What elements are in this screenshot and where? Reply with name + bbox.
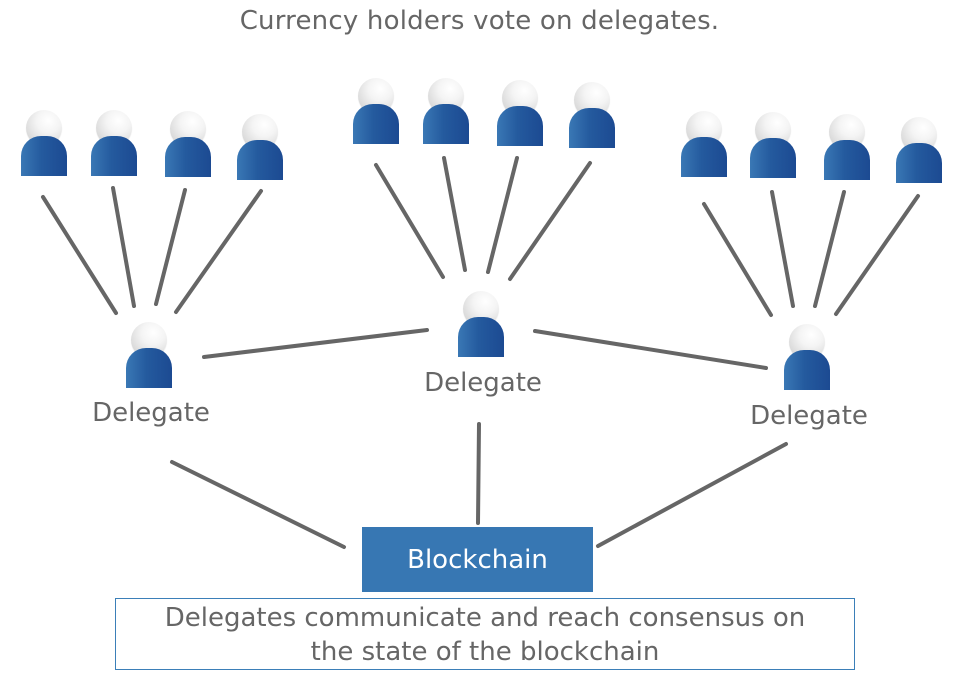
vote-line [374, 163, 445, 279]
vote-line [486, 156, 519, 274]
caption-line-1: Delegates communicate and reach consensu… [164, 603, 806, 633]
vote-line [508, 161, 592, 281]
consensus-line [170, 460, 346, 549]
diagram-title: Currency holders vote on delegates. [239, 6, 720, 36]
vote-line [813, 190, 846, 308]
vote-line [111, 186, 136, 308]
vote-line [442, 156, 467, 272]
voter-person-icon [237, 114, 283, 180]
caption-box: Delegates communicate and reach consensu… [115, 598, 855, 670]
voter-person-icon [750, 112, 796, 178]
voter-person-icon [824, 114, 870, 180]
voter-person-icon [569, 82, 615, 148]
consensus-line [596, 442, 788, 548]
vote-line [834, 194, 920, 316]
voter-person-icon [497, 80, 543, 146]
voter-person-icon [165, 111, 211, 177]
peer-line [533, 329, 768, 370]
caption-line-2: the state of the blockchain [310, 637, 660, 667]
delegate-label: Delegate [424, 368, 542, 398]
voter-person-icon [91, 110, 137, 176]
vote-line [154, 188, 187, 306]
consensus-line [476, 422, 481, 525]
delegate-person-icon [126, 322, 172, 388]
voter-person-icon [353, 78, 399, 144]
voter-person-icon [896, 117, 942, 183]
vote-line [770, 190, 795, 308]
vote-line [174, 189, 263, 314]
delegate-person-icon [458, 291, 504, 357]
peer-line [202, 328, 429, 359]
vote-line [702, 202, 773, 317]
voter-person-icon [21, 110, 67, 176]
delegate-label: Delegate [92, 398, 210, 428]
delegate-label: Delegate [750, 401, 868, 431]
blockchain-label: Blockchain [407, 544, 548, 575]
voter-person-icon [423, 78, 469, 144]
voter-person-icon [681, 111, 727, 177]
blockchain-box: Blockchain [362, 527, 593, 592]
delegate-person-icon [784, 324, 830, 390]
vote-line [41, 195, 118, 315]
